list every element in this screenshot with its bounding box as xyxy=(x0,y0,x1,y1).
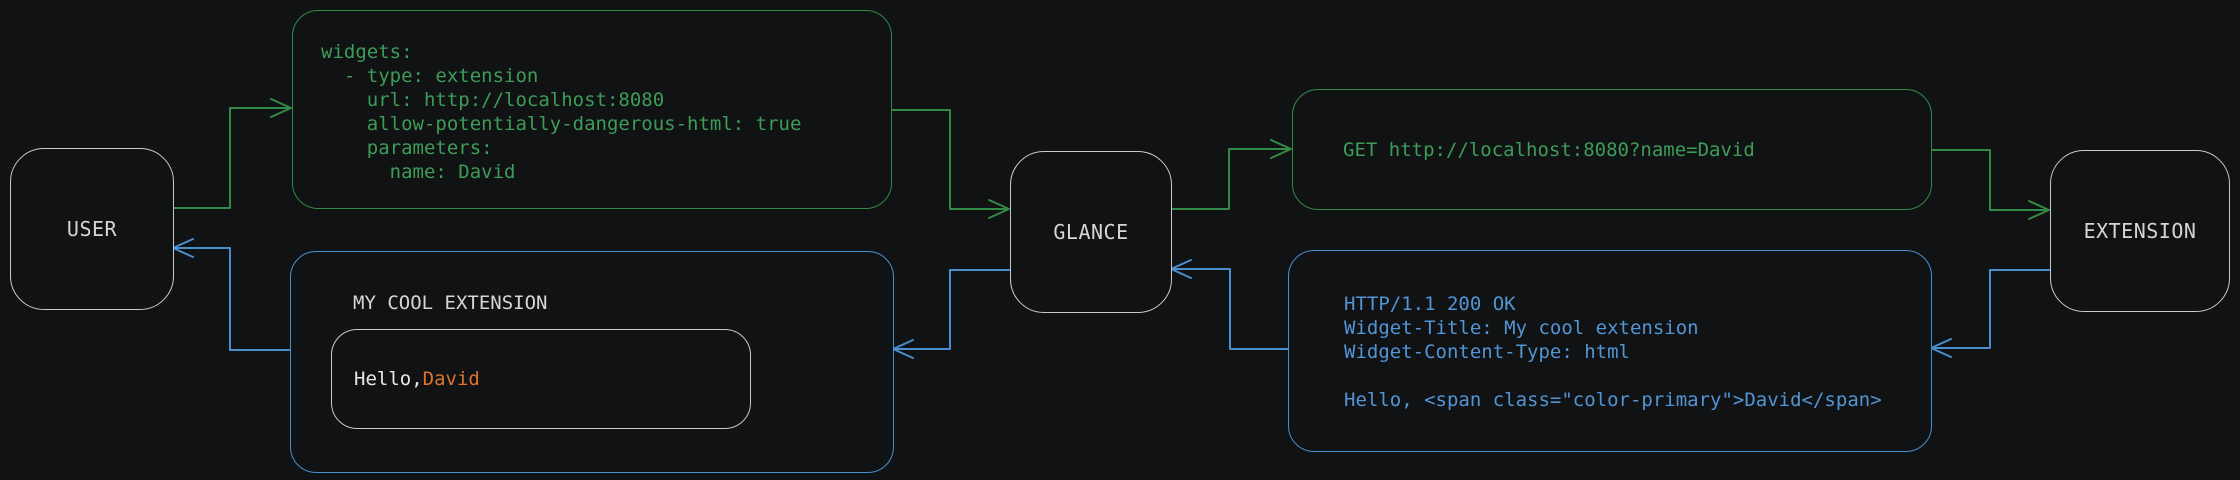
arrow-config-to-glance xyxy=(889,109,1010,219)
rendered-widget-content-box: Hello, David xyxy=(331,329,751,429)
arrow-widget-to-user xyxy=(172,238,291,351)
node-user-label: USER xyxy=(66,217,118,241)
rendered-widget-box: MY COOL EXTENSION Hello, David xyxy=(290,251,894,473)
node-user: USER xyxy=(10,148,174,310)
config-yaml-code: widgets: - type: extension url: http://l… xyxy=(321,41,802,183)
arrow-glance-to-request xyxy=(1169,139,1292,210)
node-glance-label: GLANCE xyxy=(1053,220,1129,244)
arrowhead-right-icon xyxy=(270,98,292,118)
http-request-text: GET http://localhost:8080?name=David xyxy=(1343,138,1755,161)
greeting-name: David xyxy=(422,368,480,390)
arrowhead-left-icon xyxy=(1930,338,1952,358)
node-extension-label: EXTENSION xyxy=(2083,219,2197,243)
arrowhead-left-icon xyxy=(892,339,914,359)
node-glance: GLANCE xyxy=(1010,151,1172,313)
arrow-glance-to-widget xyxy=(892,269,1011,359)
rendered-widget-title: MY COOL EXTENSION xyxy=(353,292,548,314)
arrow-request-to-extension xyxy=(1929,149,2050,220)
node-extension: EXTENSION xyxy=(2050,150,2230,312)
arrowhead-right-icon xyxy=(988,199,1010,219)
config-yaml-box: widgets: - type: extension url: http://l… xyxy=(292,10,892,209)
arrowhead-right-icon xyxy=(2028,200,2050,220)
greeting-prefix: Hello, xyxy=(354,368,423,390)
arrow-response-to-glance xyxy=(1170,259,1289,350)
arrowhead-left-icon xyxy=(172,238,194,258)
http-response-code: HTTP/1.1 200 OK Widget-Title: My cool ex… xyxy=(1344,293,1882,411)
arrowhead-right-icon xyxy=(1270,139,1292,159)
arrow-extension-to-response xyxy=(1930,269,2051,358)
arrow-user-to-config xyxy=(171,98,292,209)
arrowhead-left-icon xyxy=(1170,259,1192,279)
http-response-box: HTTP/1.1 200 OK Widget-Title: My cool ex… xyxy=(1288,250,1932,452)
http-request-box: GET http://localhost:8080?name=David xyxy=(1292,89,1932,210)
